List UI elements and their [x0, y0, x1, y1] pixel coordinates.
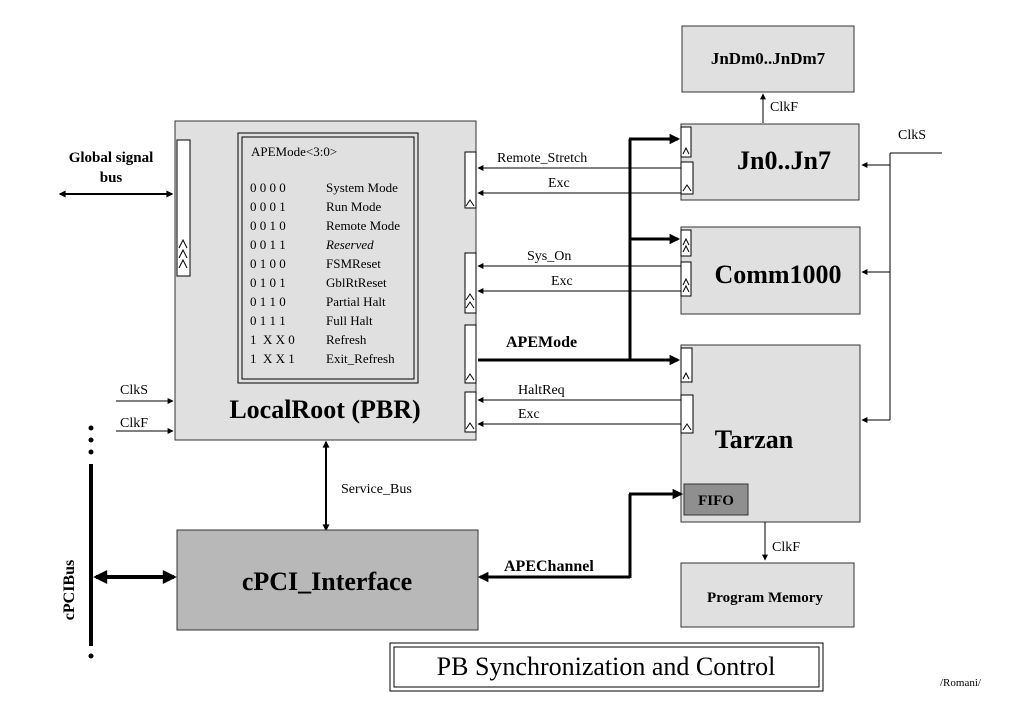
apemode-mode-label: System Mode: [326, 180, 398, 195]
exc1-label: Exc: [548, 176, 570, 191]
localroot-block: LocalRoot (PBR): [174, 120, 477, 441]
fifo-block: [683, 483, 749, 516]
author-label: /Romani/: [940, 677, 982, 689]
jn-port-1: [680, 126, 692, 158]
cpci-interface-label: cPCI_Interface: [242, 567, 412, 596]
apemode-code: 0 0 0 0: [250, 180, 286, 195]
apemode-bus: [478, 133, 681, 366]
fifo-label: FIFO: [698, 493, 734, 509]
remote-stretch-label: Remote_Stretch: [497, 151, 587, 166]
apemode-mode-label: Partial Halt: [326, 294, 386, 309]
lr-port-haltreq: [464, 391, 477, 433]
clkf-top-label: ClkF: [770, 100, 798, 115]
caption-box: PB Synchronization and Control: [389, 642, 824, 692]
jndm-block: JnDm0..JnDm7: [681, 25, 855, 93]
apemode-row: 0 1 0 0 FSMReset: [250, 256, 381, 271]
lr-port-apemode: [464, 324, 477, 384]
apemode-mode-label: Reserved: [325, 237, 374, 252]
jndm-label: JnDm0..JnDm7: [711, 49, 826, 68]
apemode-code: 0 1 1 0: [250, 294, 286, 309]
localroot-label: LocalRoot (PBR): [229, 395, 420, 424]
sys-on-label: Sys_On: [527, 249, 571, 264]
apemode-mode-label: FSMReset: [326, 256, 381, 271]
haltreq-label: HaltReq: [518, 383, 565, 398]
apemode-row: 0 1 0 1 GblRtReset: [250, 275, 387, 290]
clkf-bottom-label: ClkF: [772, 540, 800, 555]
apemode-row: 0 1 1 0 Partial Halt: [250, 294, 386, 309]
program-memory-block: Program Memory: [680, 562, 855, 628]
comm-port-1: [680, 229, 692, 257]
apemode-code: 0 0 0 1: [250, 199, 286, 214]
global-signal-bus-label-1: Global signal: [69, 150, 154, 166]
service-bus-label: Service_Bus: [341, 482, 412, 497]
caption-text: PB Synchronization and Control: [437, 652, 776, 681]
cpcibus: [88, 425, 177, 659]
apemode-code: 0 1 0 0: [250, 256, 286, 271]
lr-port-remote: [464, 151, 477, 209]
apemode-mode-label: Run Mode: [326, 199, 381, 214]
apemode-row: 0 1 1 1 Full Halt: [250, 313, 373, 328]
apemode-row: 0 0 0 0 System Mode: [250, 180, 398, 195]
jn-port-2: [680, 161, 694, 195]
apemode-code: 1 X X 1: [250, 351, 295, 366]
signal-lines: [477, 165, 681, 427]
jn-label: Jn0..Jn7: [737, 146, 831, 175]
apemode-row: 1 X X 1 Exit_Refresh: [250, 351, 395, 366]
clks-left-label: ClkS: [120, 383, 148, 398]
apemode-row: 1 X X 0 Refresh: [250, 332, 367, 347]
apemode-mode-label: Full Halt: [326, 313, 373, 328]
apemode-row: 0 0 0 1 Run Mode: [250, 199, 381, 214]
jn-block: Jn0..Jn7: [680, 123, 860, 201]
apemode-code: 0 0 1 0: [250, 218, 286, 233]
apemode-label: APEMode: [506, 334, 577, 351]
apemode-code: 0 0 1 1: [250, 237, 286, 252]
apemode-row: 0 0 1 1 Reserved: [250, 237, 374, 252]
clks-right-label: ClkS: [898, 128, 926, 143]
apemode-table-header: APEMode<3:0>: [251, 144, 337, 159]
exc2-label: Exc: [551, 274, 573, 289]
exc3-label: Exc: [518, 407, 540, 422]
tarzan-block: Tarzan FIFO: [680, 344, 861, 523]
apemode-mode-label: Refresh: [326, 332, 367, 347]
apemode-table: APEMode<3:0> 0 0 0 0 System Mode 0 0 0 1 Ru…: [237, 132, 419, 384]
clks-right-bus: [861, 152, 942, 423]
clkf-left-label: ClkF: [120, 416, 148, 431]
global-bus-port: [176, 139, 191, 277]
program-memory-label: Program Memory: [707, 590, 823, 606]
apemode-code: 0 1 1 1: [250, 313, 286, 328]
comm-label: Comm1000: [714, 260, 841, 289]
comm-block: Comm1000: [680, 226, 861, 315]
apemode-row: 0 0 1 0 Remote Mode: [250, 218, 400, 233]
apemode-mode-label: Remote Mode: [326, 218, 400, 233]
tarzan-port-2: [680, 394, 694, 434]
apechannel-label: APEChannel: [504, 558, 594, 575]
apemode-mode-label: GblRtReset: [326, 275, 387, 290]
tarzan-port-1: [680, 347, 693, 383]
cpcibus-label: cPCIBus: [61, 560, 78, 620]
tarzan-label: Tarzan: [715, 425, 794, 454]
global-signal-bus-label-2: bus: [100, 170, 123, 186]
apechannel-bus: [477, 488, 684, 583]
apemode-mode-label: Exit_Refresh: [326, 351, 395, 366]
apemode-code: 1 X X 0: [250, 332, 295, 347]
apemode-code: 0 1 0 1: [250, 275, 286, 290]
lr-port-sys: [464, 252, 477, 314]
cpci-interface-block: cPCI_Interface: [176, 529, 479, 631]
